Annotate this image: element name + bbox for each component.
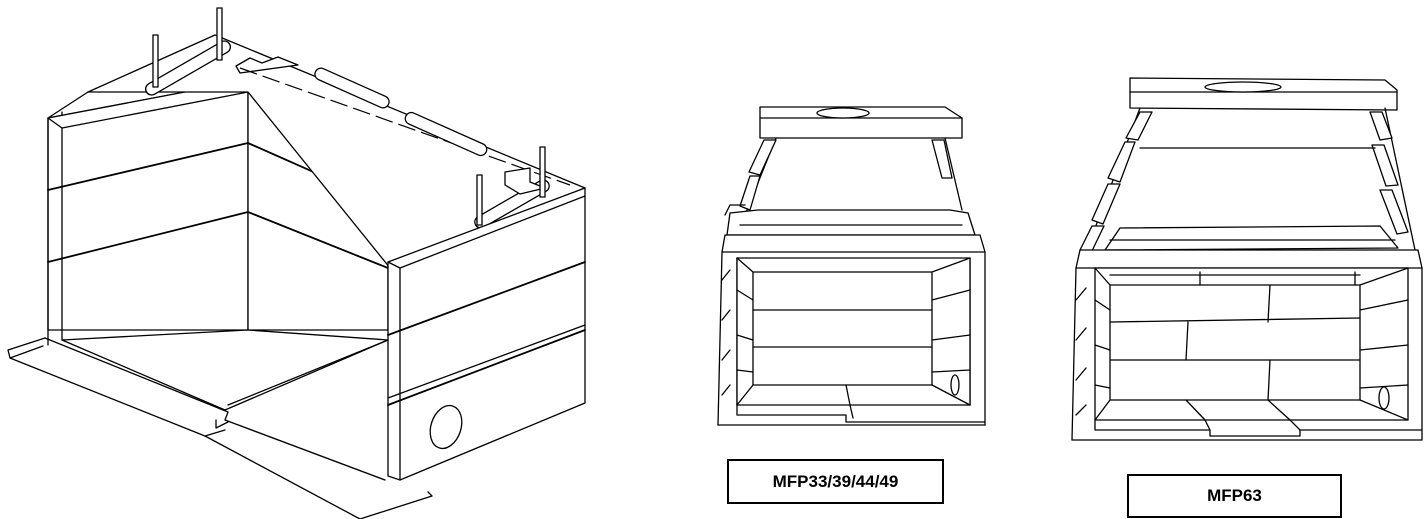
top-slot-3: [143, 39, 232, 97]
small-flue-opening: [817, 108, 869, 118]
model-label-small-text: MFP33/39/44/49: [772, 471, 899, 491]
large-throat: [1105, 226, 1398, 250]
large-flue-opening: [1205, 82, 1281, 92]
large-firebox-opening: [1095, 268, 1408, 420]
firebox-model-small-drawing: [718, 107, 985, 425]
anchor-rod-2: [217, 8, 222, 60]
large-air-inlet: [1379, 387, 1389, 409]
top-slot-2: [403, 111, 488, 158]
model-label-large-text: MFP63: [1207, 486, 1262, 505]
hearth-base-plate: [8, 338, 432, 519]
small-throat: [727, 210, 975, 235]
firebox-model-large-drawing: [1072, 78, 1422, 440]
anchor-rod-4: [540, 147, 545, 197]
anchor-rod-3: [477, 175, 482, 225]
small-hood-top: [760, 107, 962, 138]
model-label-large: MFP63: [1127, 474, 1342, 518]
model-label-small: MFP33/39/44/49: [727, 459, 944, 504]
small-air-inlet: [951, 375, 959, 395]
large-hood-top: [1130, 78, 1397, 110]
top-slot-1: [313, 66, 391, 110]
anchor-rods: [153, 8, 545, 225]
firebox-floor: [45, 330, 388, 480]
anchor-rod-1: [153, 35, 158, 87]
air-inlet-hole: [425, 401, 467, 452]
firebox-front-pier: [388, 188, 585, 480]
small-firebox-opening: [737, 258, 970, 405]
top-slab: [48, 35, 585, 268]
firebox-back-wall: [48, 80, 248, 345]
